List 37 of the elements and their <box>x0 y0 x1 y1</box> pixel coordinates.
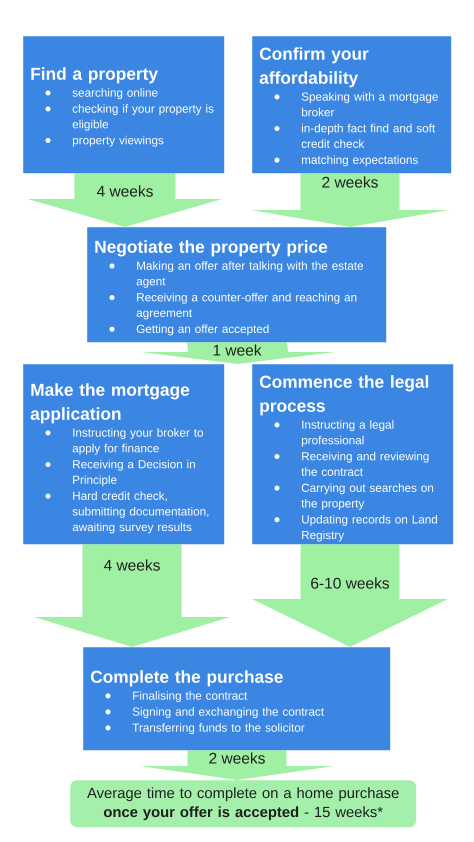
step-title: Make the mortgage application <box>30 383 190 424</box>
block-arrow <box>34 544 230 647</box>
edge-label: 2 weeks <box>320 175 380 189</box>
list-item: Carrying out searches on the property <box>301 483 434 510</box>
list-item: Hard credit check, submitting documentation, awaiting survey results <box>72 491 208 534</box>
block-arrow <box>252 544 448 647</box>
step-title: Commence the legal process <box>260 375 428 416</box>
list-item: Getting an offer accepted <box>136 324 269 336</box>
edge-label: 4 weeks <box>96 184 154 198</box>
list-item: Finalising the contract <box>133 691 248 702</box>
list-item: matching expectations <box>302 155 418 166</box>
list-item: Making an offer after talking with the estate agent <box>136 261 364 288</box>
list-item: Receiving and reviewing the contract <box>301 452 429 476</box>
step-title: Confirm your affordability <box>260 47 368 88</box>
step-title: Complete the purchase <box>90 670 283 686</box>
list-item: Transferring funds to the solicitor <box>132 723 305 734</box>
process-box <box>87 227 386 342</box>
step-title: Negotiate the property price <box>95 240 328 256</box>
process-box <box>23 364 224 544</box>
list-item: searching online <box>72 88 158 100</box>
edge-label: 2 weeks <box>208 751 266 765</box>
list-item: Updating records on Land Registry <box>302 514 437 542</box>
list-item: Receiving a counter-offer and reaching an agreement <box>136 292 356 320</box>
process-box <box>252 364 454 544</box>
list-item: property viewings <box>72 136 164 147</box>
edge-label: 6-10 weeks <box>309 576 391 590</box>
list-item: Signing and exchanging the contract <box>132 707 324 718</box>
process-box <box>23 36 224 174</box>
edge-label: 1 week <box>211 343 263 357</box>
list-item: Instructing a legal professional <box>302 420 394 447</box>
step-title: Find a property <box>31 67 158 84</box>
summary-box: Average time to complete on a home purchase once your offer is accepted - 15 weeks* <box>70 780 416 828</box>
edge-label: 4 weeks <box>102 558 162 572</box>
list-item: Instructing your broker to apply for finance <box>72 428 204 455</box>
list-item: Receiving a Decision in Principle <box>73 460 195 486</box>
process-box <box>252 36 452 174</box>
process-box <box>83 647 390 750</box>
